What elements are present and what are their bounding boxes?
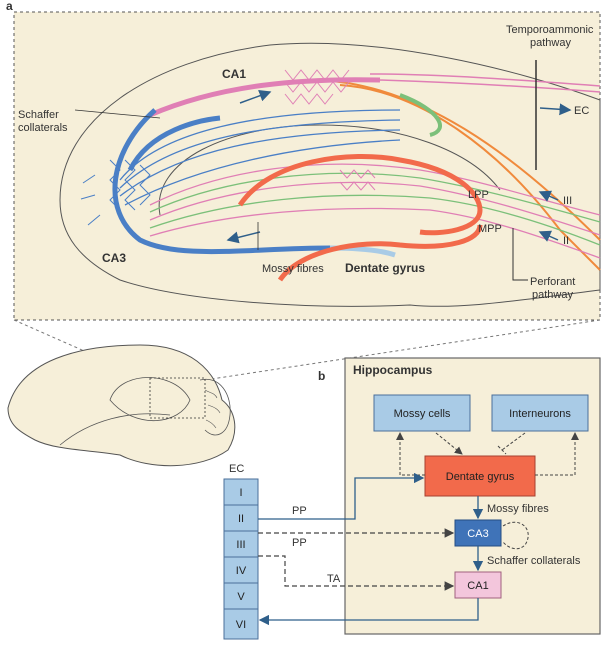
ta-label: TA bbox=[327, 573, 341, 585]
ec-column bbox=[224, 479, 258, 639]
ca3-box-label: CA3 bbox=[467, 528, 488, 540]
temporo-label-line1: Temporoammonic bbox=[506, 24, 594, 36]
hippocampus-title: Hippocampus bbox=[353, 363, 433, 377]
mossy-cells-label: Mossy cells bbox=[394, 408, 451, 420]
ec-layer-5: V bbox=[237, 591, 245, 603]
perforant-label-line2: pathway bbox=[532, 289, 573, 301]
mossy-fibres-edge-label: Mossy fibres bbox=[487, 503, 549, 515]
ca1-label: CA1 bbox=[222, 67, 246, 81]
ec-layer-4: IV bbox=[236, 565, 247, 577]
pp-solid-label: PP bbox=[292, 505, 307, 517]
brain-sketch bbox=[8, 345, 235, 466]
iii-label: III bbox=[563, 195, 572, 207]
panel-a-letter: a bbox=[6, 0, 13, 13]
schaffer-edge-label: Schaffer collaterals bbox=[487, 555, 581, 567]
dentate-gyrus-label: Dentate gyrus bbox=[446, 471, 515, 483]
mpp-label: MPP bbox=[478, 223, 502, 235]
interneurons-label: Interneurons bbox=[509, 408, 571, 420]
perforant-label-line1: Perforant bbox=[530, 276, 575, 288]
pp-dashed-label: PP bbox=[292, 537, 307, 549]
ec-layer-2: II bbox=[238, 513, 244, 525]
panel-b-letter: b bbox=[318, 369, 325, 383]
ii-label: II bbox=[563, 235, 569, 247]
ca1-box-label: CA1 bbox=[467, 580, 488, 592]
lpp-label: LPP bbox=[468, 189, 489, 201]
ec-layer-3: III bbox=[236, 539, 245, 551]
schaffer-label-line2: collaterals bbox=[18, 122, 68, 134]
ec-column-title: EC bbox=[229, 463, 244, 475]
mossy-label: Mossy fibres bbox=[262, 263, 324, 275]
ca3-label: CA3 bbox=[102, 251, 126, 265]
ec-layer-1: I bbox=[239, 487, 242, 499]
ec-layer-6: VI bbox=[236, 619, 246, 631]
schaffer-label-line1: Schaffer bbox=[18, 109, 59, 121]
panel-a: a bbox=[6, 0, 600, 320]
panel-b: b Hippocampus Mossy cells Interneurons D… bbox=[224, 358, 600, 639]
temporo-label-line2: pathway bbox=[530, 37, 571, 49]
ec-label: EC bbox=[574, 105, 589, 117]
dentate-label: Dentate gyrus bbox=[345, 261, 425, 275]
